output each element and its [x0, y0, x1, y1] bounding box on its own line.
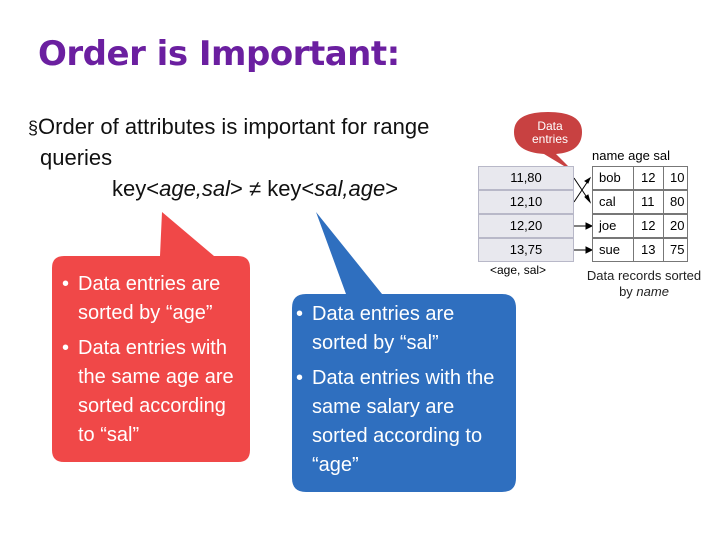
- key-right-attrs: sal,age: [314, 176, 386, 201]
- blue-callout-item-1: Data entries are sorted by “sal”: [296, 300, 506, 358]
- records-caption-text: Data records sorted by: [586, 268, 702, 299]
- record-sal: 10: [670, 170, 685, 185]
- record-name: sue: [599, 242, 620, 257]
- key-comparison: key<age,sal> ≠ key<sal,age>: [112, 176, 398, 202]
- record-age: 12: [641, 218, 656, 233]
- slide-title: Order is Important:: [38, 34, 400, 74]
- record-row: cal 11 80: [592, 190, 688, 214]
- index-entry: 11,80: [478, 166, 574, 190]
- red-callout-item-1: Data entries are sorted by “age”: [62, 270, 242, 328]
- blue-callout-item-2: Data entries with the same salary are so…: [296, 364, 506, 480]
- records-caption: Data records sorted by name: [586, 268, 702, 300]
- record-name: cal: [599, 194, 616, 209]
- record-age: 12: [641, 170, 656, 185]
- main-bullet: §Order of attributes is important for ra…: [28, 112, 498, 173]
- key-left-attrs: age,sal: [159, 176, 231, 201]
- pointer-arrows: [573, 176, 594, 254]
- record-row: joe 12 20: [592, 214, 688, 238]
- record-sal: 20: [670, 218, 685, 233]
- record-age: 11: [641, 194, 655, 209]
- bullet-line-2: queries: [40, 145, 113, 170]
- data-entries-label: Data entries: [531, 119, 569, 146]
- index-entry: 12,20: [478, 214, 574, 238]
- key-right-suffix: >: [385, 176, 399, 201]
- key-left-prefix: key<: [112, 176, 160, 201]
- record-name: bob: [599, 170, 621, 185]
- red-callout-item-2: Data entries with the same age are sorte…: [62, 334, 242, 450]
- record-row: bob 12 10: [592, 166, 688, 190]
- record-sal: 80: [670, 194, 685, 209]
- bullet-marker: §: [28, 118, 39, 138]
- index-key-label: <age, sal>: [490, 263, 547, 277]
- record-row: sue 13 75: [592, 238, 688, 262]
- record-sal: 75: [670, 242, 685, 257]
- records-header: name age sal: [592, 148, 671, 163]
- record-name: joe: [599, 218, 617, 233]
- data-entries-bubble-shape: [514, 112, 582, 172]
- key-mid: > ≠ key<: [230, 176, 315, 201]
- bullet-line-1: Order of attributes is important for ran…: [38, 114, 430, 139]
- index-entry: 12,10: [478, 190, 574, 214]
- record-age: 13: [641, 242, 656, 257]
- index-entry: 13,75: [478, 238, 574, 262]
- records-caption-em: name: [636, 284, 669, 299]
